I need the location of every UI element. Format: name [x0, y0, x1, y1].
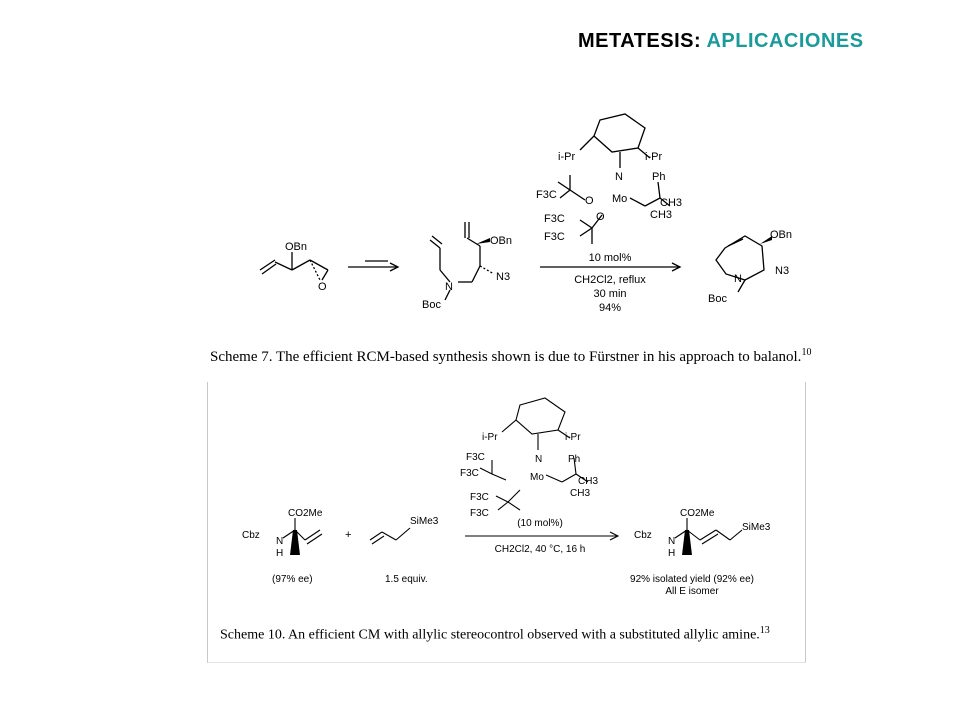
- s10-cat-f3c-3: F3C: [470, 492, 489, 503]
- s7-cat-ch3-a: CH3: [660, 197, 682, 209]
- scheme-10-caption: Scheme 10. An efficient CM with allylic …: [220, 622, 790, 644]
- scheme-10: i-Pr i-Pr N Mo Ph CH3 CH3 F3C F3C F3C F3…: [220, 390, 800, 605]
- s10-prod-wedge-bond: [682, 530, 692, 555]
- scheme-7-caption: Scheme 7. The efficient RCM-based synthe…: [210, 344, 820, 366]
- s10-r2-equiv: 1.5 equiv.: [385, 574, 428, 585]
- s10-conditions-solvent: CH2Cl2, 40 °C, 16 h: [495, 544, 586, 555]
- s10-r1-h: H: [276, 548, 283, 559]
- s7-cat-ipr-left: i-Pr: [558, 151, 575, 163]
- s10-r1-wedge-bond: [290, 530, 300, 555]
- s7-int-obn: OBn: [490, 235, 512, 247]
- s7-cat-ph: Ph: [652, 171, 665, 183]
- s10-prod-n: N: [668, 536, 675, 547]
- s10-cat-n: N: [535, 454, 542, 465]
- scheme-10-svg: i-Pr i-Pr N Mo Ph CH3 CH3 F3C F3C F3C F3…: [242, 397, 771, 597]
- s10-r1-n: N: [276, 536, 283, 547]
- s7-cat-mo: Mo: [612, 193, 627, 205]
- s10-cat-ipr-left: i-Pr: [482, 432, 498, 443]
- s10-conditions-loading: (10 mol%): [517, 518, 563, 529]
- scheme-7: i-Pr i-Pr N Mo Ph CH3 CH3 F3C F3C F3C O …: [240, 110, 840, 325]
- s10-r1-ee: (97% ee): [272, 574, 313, 585]
- s7-prod-boc: Boc: [708, 293, 727, 305]
- s7-prod-n3: N3: [775, 265, 789, 277]
- slide-title: METATESIS: APLICACIONES: [578, 30, 864, 53]
- s7-conditions-yield: 94%: [599, 302, 621, 314]
- s7-cat-f3c-2: F3C: [544, 213, 565, 225]
- s7-conditions-time: 30 min: [593, 288, 626, 300]
- s10-r1-co2me: CO2Me: [288, 508, 323, 519]
- s10-catalyst-aryl-ring: [515, 397, 566, 435]
- s7-int-boc: Boc: [422, 299, 441, 311]
- s7-start-obn: OBn: [285, 241, 307, 253]
- s10-cat-f3c-2: F3C: [460, 468, 479, 479]
- s10-cat-f3c-1: F3C: [466, 452, 485, 463]
- s7-product-wedge-bond: [760, 236, 772, 244]
- s10-cat-mo: Mo: [530, 472, 544, 483]
- s7-conditions-loading: 10 mol%: [589, 252, 632, 264]
- s7-start-o: O: [318, 281, 327, 293]
- s10-prod-isomer: All E isomer: [665, 586, 719, 597]
- slide-title-main: METATESIS:: [578, 30, 702, 52]
- s10-prod-co2me: CO2Me: [680, 508, 715, 519]
- scheme-10-caption-ref: 13: [759, 625, 770, 636]
- s7-product-ring: [715, 235, 765, 281]
- s10-cat-ch3-a: CH3: [578, 476, 598, 487]
- s10-r1-cbz: Cbz: [242, 530, 260, 541]
- s10-prod-h: H: [668, 548, 675, 559]
- s10-plus-sign: +: [345, 529, 351, 541]
- s7-catalyst-aryl-ring: [593, 113, 646, 153]
- s7-cat-o-1: O: [585, 195, 594, 207]
- scheme-10-caption-text: Scheme 10. An efficient CM with allylic …: [220, 627, 760, 643]
- scheme-7-caption-ref: 10: [801, 347, 812, 358]
- s10-r2-sime3: SiMe3: [410, 516, 439, 527]
- s7-int-n3: N3: [496, 271, 510, 283]
- slide-title-accent: APLICACIONES: [706, 30, 864, 52]
- s7-wedge-bond: [476, 238, 490, 244]
- s7-int-n: N: [445, 281, 453, 293]
- s10-cat-ch3-b: CH3: [570, 488, 590, 499]
- s7-prod-n: N: [734, 273, 742, 285]
- s10-prod-yield: 92% isolated yield (92% ee): [630, 574, 754, 585]
- s7-cat-f3c-3: F3C: [544, 231, 565, 243]
- s7-prod-obn: OBn: [770, 229, 792, 241]
- scheme-10-frame: [207, 382, 806, 663]
- s7-cat-o-2: O: [596, 211, 605, 223]
- s7-cat-f3c-1: F3C: [536, 189, 557, 201]
- s7-cat-n: N: [615, 171, 623, 183]
- scheme-7-caption-text: Scheme 7. The efficient RCM-based synthe…: [210, 349, 802, 365]
- s10-prod-cbz: Cbz: [634, 530, 652, 541]
- s7-conditions-solvent: CH2Cl2, reflux: [574, 274, 646, 286]
- scheme-7-svg: i-Pr i-Pr N Mo Ph CH3 CH3 F3C F3C F3C O …: [259, 113, 792, 314]
- s10-prod-sime3: SiMe3: [742, 522, 771, 533]
- s7-cat-ipr-right: i-Pr: [645, 151, 662, 163]
- s10-cat-ipr-right: i-Pr: [565, 432, 581, 443]
- s10-cat-f3c-4: F3C: [470, 508, 489, 519]
- s10-cat-ph: Ph: [568, 454, 580, 465]
- s7-cat-ch3-b: CH3: [650, 209, 672, 221]
